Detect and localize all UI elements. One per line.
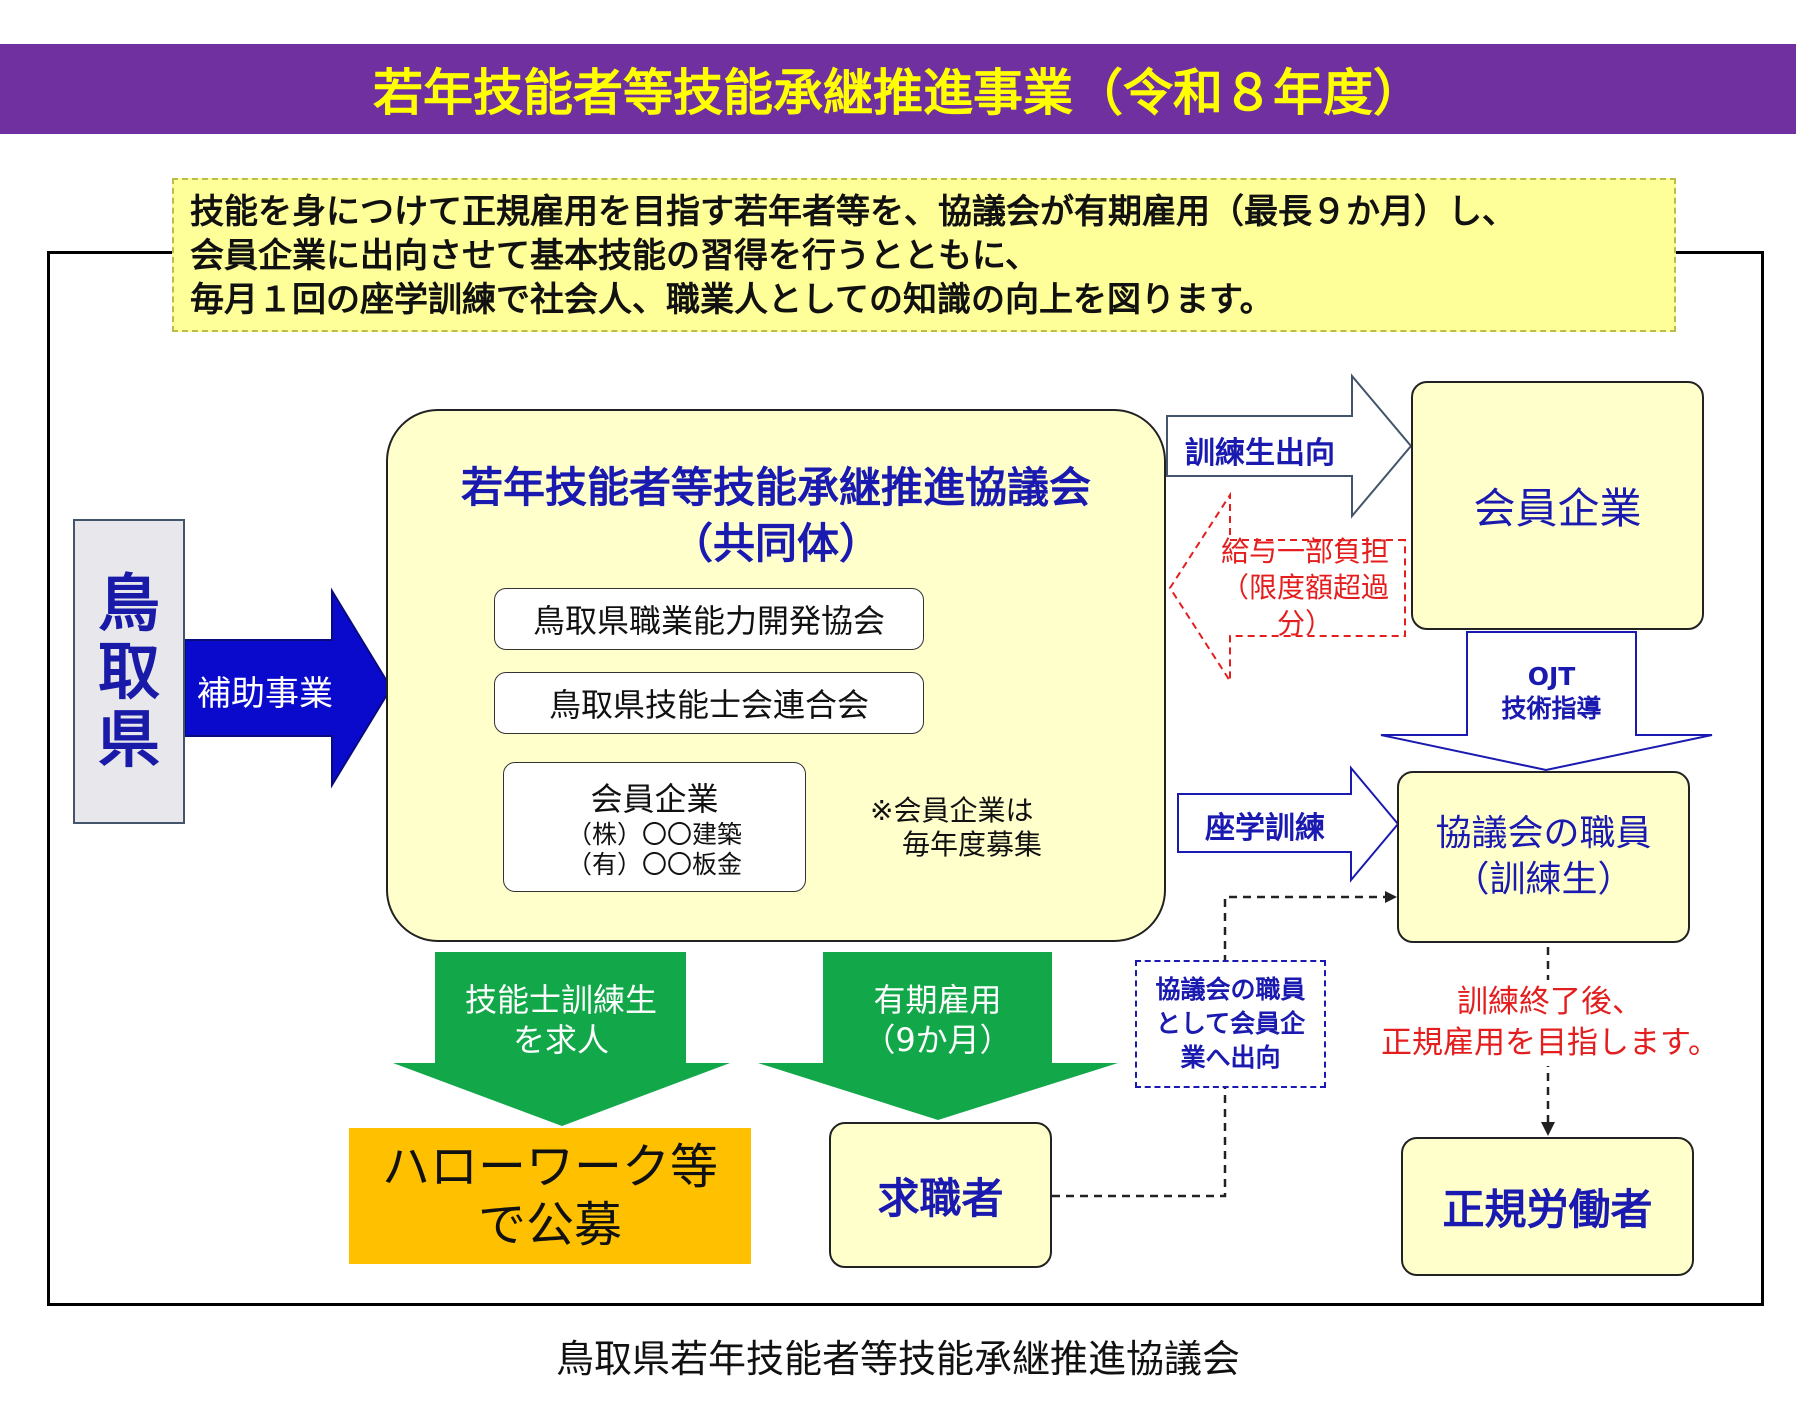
classroom-arrow: [1177, 765, 1400, 883]
ojt-line-2: 技術指導: [1501, 694, 1602, 723]
hello-work-line-1: ハローワーク等: [381, 1139, 718, 1195]
fixed-term-line-2: （9か月）: [863, 1021, 1012, 1059]
council-title-line-1: 若年技能者等技能承継推進協議会: [460, 463, 1091, 512]
salary-label-line-2: （限度額超過分）: [1220, 571, 1389, 640]
member-org-2: 鳥取県技能士会連合会: [494, 672, 924, 734]
member-companies-label: 会員企業: [590, 780, 719, 818]
council-title-line-2: （共同体）: [670, 519, 881, 568]
staff-line-1: 協議会の職員: [1435, 813, 1652, 854]
council-title: 若年技能者等技能承継推進協議会 （共同体）: [386, 460, 1166, 572]
pref-char-3: 県: [97, 702, 160, 776]
secondment-line-3: 業へ出向: [1180, 1043, 1281, 1072]
salary-label-line-1: 給与一部負担: [1220, 535, 1389, 568]
salary-arrow: [1168, 491, 1406, 685]
intro-line-2: 会員企業に出向させて基本技能の習得を行うとともに、: [190, 236, 1039, 276]
hello-work-box: ハローワーク等 で公募: [349, 1128, 751, 1264]
member-company-box: 会員企業: [1411, 381, 1704, 630]
staff-line-2: （訓練生）: [1453, 859, 1634, 900]
intro-box: 技能を身につけて正規雇用を目指す若年者等を、協議会が有期雇用（最長９か月）し、 …: [172, 178, 1676, 332]
footer-organization: 鳥取県若年技能者等技能承継推進協議会: [555, 1337, 1240, 1381]
recruit-arrow: [393, 952, 730, 1126]
fixed-term-line-1: 有期雇用: [873, 981, 1002, 1019]
secondment-line-2: として会員企: [1155, 1009, 1306, 1038]
member-org-1: 鳥取県職業能力開発協会: [494, 588, 924, 650]
note-line-2: 毎年度募集: [902, 828, 1043, 861]
ojt-label: OJT 技術指導: [1464, 658, 1639, 728]
fixed-term-arrow-label: 有期雇用 （9か月）: [823, 975, 1052, 1065]
recruit-line-2: を求人: [512, 1021, 609, 1059]
title-bar: [0, 44, 1796, 134]
intro-line-3: 毎月１回の座学訓練で社会人、職業人としての知識の向上を図ります。: [190, 280, 1274, 320]
note-line-1: ※会員企業は: [870, 794, 1034, 827]
dispatch-label: 訓練生出向: [1185, 436, 1335, 471]
member-companies-box: 会員企業 （株）〇〇建築 （有）〇〇板金: [503, 762, 806, 892]
subsidy-label: 補助事業: [197, 673, 333, 714]
job-seeker-box: 求職者: [829, 1122, 1052, 1268]
after-training-line-2: 正規雇用を目指します。: [1381, 1025, 1719, 1061]
classroom-label: 座学訓練: [1205, 811, 1325, 846]
fixed-term-arrow: [758, 952, 1118, 1120]
recruit-line-1: 技能士訓練生: [464, 981, 657, 1019]
seeker-arrowhead: [1385, 891, 1397, 903]
page-title: 若年技能者等技能承継推進事業（令和８年度）: [373, 64, 1423, 122]
recruit-arrow-label: 技能士訓練生 を求人: [436, 975, 686, 1065]
intro-line-1: 技能を身につけて正規雇用を目指す若年者等を、協議会が有期雇用（最長９か月）し、: [190, 192, 1516, 232]
regular-arrowhead: [1541, 1122, 1555, 1136]
recruitment-note: ※会員企業は 毎年度募集: [870, 794, 1042, 862]
subsidy-arrow: [184, 587, 393, 789]
secondment-line-1: 協議会の職員: [1155, 975, 1306, 1004]
tottori-prefecture-box: 鳥 取 県: [73, 519, 185, 824]
secondment-box: 協議会の職員 として会員企 業へ出向: [1135, 960, 1326, 1088]
ojt-arrow: [1380, 631, 1713, 772]
pref-char-2: 取: [97, 634, 160, 708]
pref-char-1: 鳥: [97, 566, 160, 640]
ojt-line-1: OJT: [1527, 662, 1576, 691]
after-training-text: 訓練終了後、 正規雇用を目指します。: [1365, 980, 1735, 1066]
after-training-line-1: 訓練終了後、: [1457, 984, 1643, 1020]
council-staff-box: 協議会の職員 （訓練生）: [1397, 771, 1690, 943]
member-company-example-1: （株）〇〇建築: [566, 820, 742, 849]
hello-work-line-2: で公募: [477, 1197, 622, 1253]
member-company-example-2: （有）〇〇板金: [566, 850, 742, 879]
salary-label: 給与一部負担 （限度額超過分）: [1200, 535, 1410, 640]
regular-worker-box: 正規労働者: [1401, 1137, 1694, 1276]
dispatch-arrow: [1166, 373, 1413, 519]
